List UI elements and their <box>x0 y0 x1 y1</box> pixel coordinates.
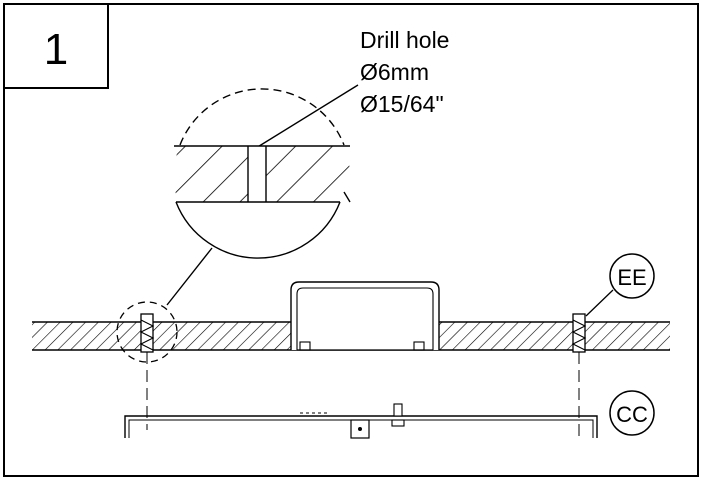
right-wall-anchor <box>571 313 587 440</box>
callout-metric: Ø6mm <box>360 59 429 85</box>
detail-drill-hole <box>248 146 266 202</box>
detail-slab-section <box>174 146 350 202</box>
step-number: 1 <box>44 25 68 74</box>
part-label-cc: CC <box>616 402 648 427</box>
outer-frame <box>3 3 699 477</box>
left-wall-anchor <box>139 313 155 430</box>
detail-circle-solid-arc <box>175 201 341 259</box>
part-label-circle-ee <box>609 253 655 299</box>
callout-leader <box>255 84 359 149</box>
step-number-box <box>3 3 109 89</box>
detail-marker-circle <box>116 301 178 363</box>
part-label-circle-cc <box>609 390 655 436</box>
detail-circle-dashed-arc <box>179 88 345 146</box>
callout-imperial: Ø15/64" <box>360 91 444 117</box>
callout-title: Drill hole <box>360 27 449 53</box>
part-leader-ee <box>585 289 614 317</box>
junction-box <box>290 281 440 350</box>
part-label-ee: EE <box>617 265 646 290</box>
plate-screw <box>393 403 403 417</box>
detail-leader <box>166 247 213 306</box>
mounting-plate <box>124 403 598 439</box>
